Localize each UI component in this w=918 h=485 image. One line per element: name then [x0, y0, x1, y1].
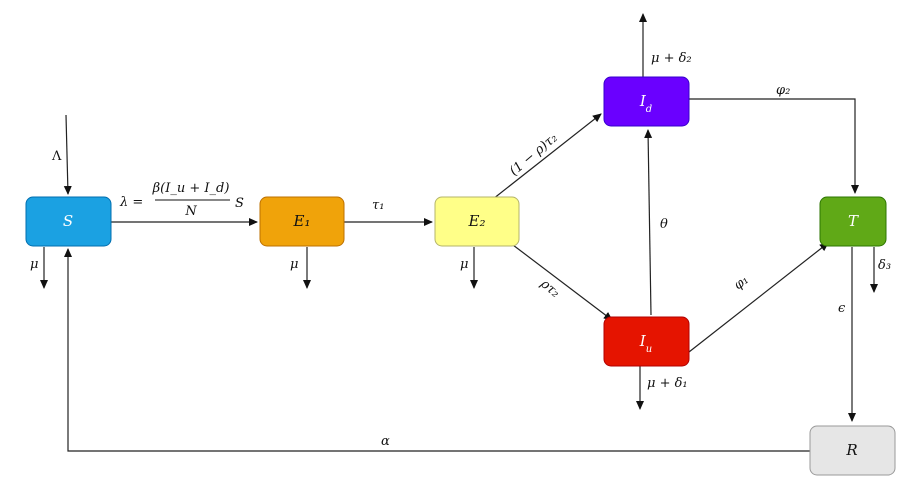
node-s-label: S: [63, 212, 73, 230]
label-epsilon: ϵ: [838, 301, 846, 316]
foi-lhs: λ =: [119, 195, 143, 210]
label-phi1: φ₁: [731, 273, 752, 294]
node-s: S: [25, 196, 112, 247]
label-theta: θ: [660, 217, 668, 232]
edge-iu-to-id: [644, 129, 653, 316]
foi-denominator: N: [184, 204, 197, 219]
node-id-label: Id: [639, 92, 652, 115]
node-id: Id: [603, 76, 690, 127]
node-iu-box: [603, 316, 690, 367]
node-s-box: [25, 196, 112, 247]
node-id-box: [603, 76, 690, 127]
label-mu-e1: μ: [290, 257, 298, 272]
label-lambda-in: Λ: [51, 149, 62, 164]
label-phi2: φ₂: [776, 83, 790, 98]
foi-rhs: S: [235, 196, 244, 211]
node-t-box: [819, 196, 887, 247]
node-e2: E₂: [434, 196, 520, 247]
edge-e2-to-iu: [512, 244, 613, 321]
label-delta3: δ₃: [878, 258, 891, 273]
label-mu-s: μ: [30, 257, 38, 272]
force-of-infection-formula: λ = β(I_u + I_d) N S: [119, 181, 244, 219]
node-e1-label: E₁: [293, 212, 311, 230]
node-r: R: [809, 425, 896, 476]
edge-id-to-t: [689, 98, 859, 194]
node-r-label: R: [845, 441, 857, 459]
edge-r-to-s: [64, 248, 810, 452]
node-e2-box: [434, 196, 520, 247]
foi-numerator: β(I_u + I_d): [152, 181, 230, 196]
node-iu-label: Iu: [639, 332, 652, 355]
node-iu: Iu: [603, 316, 690, 367]
node-r-box: [809, 425, 896, 476]
label-mu-delta2: μ + δ₂: [651, 51, 692, 66]
label-tau1: τ₁: [372, 198, 384, 213]
node-e2-label: E₂: [468, 212, 486, 230]
label-mu-e2: μ: [460, 257, 468, 272]
node-e1: E₁: [259, 196, 345, 247]
edge-iu-to-t: [688, 242, 829, 353]
label-one-minus-rho-tau2: (1 − ρ)τ₂: [507, 131, 561, 180]
node-e1-box: [259, 196, 345, 247]
label-alpha: α: [381, 434, 390, 449]
label-mu-delta1: μ + δ₁: [647, 376, 688, 391]
node-t-label: T: [848, 212, 859, 230]
edge-e2-to-id: [492, 113, 602, 200]
node-t: T: [819, 196, 887, 247]
edge-lambda-into-s: [63, 114, 72, 195]
